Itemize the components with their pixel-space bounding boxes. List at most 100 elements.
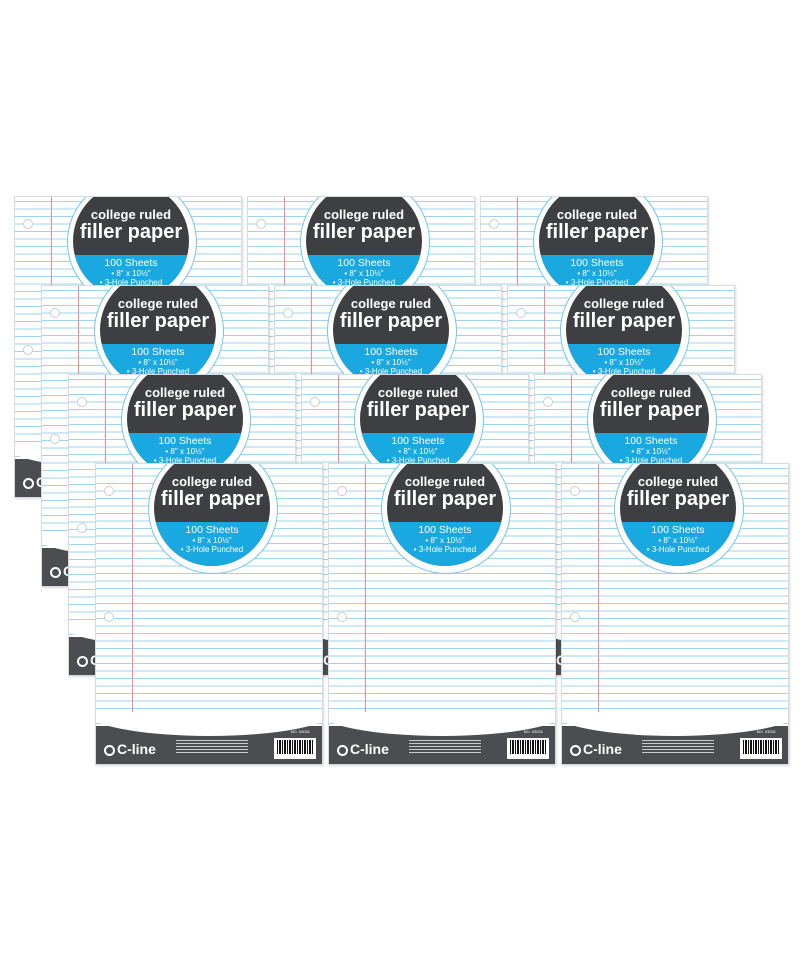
title-line-1: college ruled xyxy=(90,207,172,222)
punch-hole xyxy=(570,612,580,622)
footer-wave xyxy=(96,712,322,736)
punch-hole xyxy=(256,219,266,229)
brand-mark-icon xyxy=(104,745,115,756)
sheet-size: • 8" x 10½" xyxy=(577,269,617,278)
punch-hole xyxy=(50,434,60,444)
hole-punch-note: • 3-Hole Punched xyxy=(332,278,396,287)
margin-line xyxy=(132,464,133,764)
brand-mark-icon xyxy=(23,478,34,489)
title-line-2: filler paper xyxy=(599,399,703,421)
title-line-2: filler paper xyxy=(626,488,730,510)
filler-paper-pack: college ruled filler paper 100 Sheets • … xyxy=(328,463,556,765)
title-line-1: college ruled xyxy=(144,385,226,400)
sheet-count: 100 Sheets xyxy=(104,257,158,269)
item-number: NO. 03031 xyxy=(523,729,543,734)
badge-blue-band xyxy=(620,522,736,566)
title-line-1: college ruled xyxy=(583,296,665,311)
label-badge: college ruled filler paper 100 Sheets • … xyxy=(360,375,476,477)
title-line-2: filler paper xyxy=(366,399,470,421)
footer-wave xyxy=(329,712,555,736)
title-line-1: college ruled xyxy=(404,474,486,489)
brand-mark-icon xyxy=(570,745,581,756)
label-badge: college ruled filler paper 100 Sheets • … xyxy=(100,286,216,388)
sheet-count: 100 Sheets xyxy=(597,346,651,358)
brand-logo: C-line xyxy=(104,741,156,757)
sheet-size: • 8" x 10½" xyxy=(344,269,384,278)
punch-hole xyxy=(104,612,114,622)
punch-hole xyxy=(104,486,114,496)
title-line-2: filler paper xyxy=(160,488,264,510)
brand-mark-icon xyxy=(50,567,61,578)
barcode-icon xyxy=(507,738,549,759)
hole-punch-note: • 3-Hole Punched xyxy=(592,367,656,376)
title-line-2: filler paper xyxy=(79,221,183,243)
label-badge: college ruled filler paper 100 Sheets • … xyxy=(593,375,709,477)
punch-hole xyxy=(77,397,87,407)
hole-punch-note: • 3-Hole Punched xyxy=(180,545,244,554)
sheet-size: • 8" x 10½" xyxy=(425,536,465,545)
title-line-2: filler paper xyxy=(545,221,649,243)
brand-logo: C-line xyxy=(337,741,389,757)
title-line-2: filler paper xyxy=(339,310,443,332)
barcode-bars xyxy=(743,740,779,754)
brand-name: C-line xyxy=(117,741,156,757)
sheet-count: 100 Sheets xyxy=(570,257,624,269)
brand-name: C-line xyxy=(350,741,389,757)
punch-hole xyxy=(337,612,347,622)
label-badge: college ruled filler paper 100 Sheets • … xyxy=(73,197,189,299)
title-line-1: college ruled xyxy=(323,207,405,222)
margin-line xyxy=(365,464,366,764)
title-line-1: college ruled xyxy=(377,385,459,400)
fine-print xyxy=(409,740,481,755)
sheet-size: • 8" x 10½" xyxy=(138,358,178,367)
brand-logo: C-line xyxy=(570,741,622,757)
hole-punch-note: • 3-Hole Punched xyxy=(565,278,629,287)
punch-hole xyxy=(489,219,499,229)
sheet-count: 100 Sheets xyxy=(418,524,472,536)
title-line-1: college ruled xyxy=(117,296,199,311)
sheet-size: • 8" x 10½" xyxy=(604,358,644,367)
label-badge: college ruled filler paper 100 Sheets • … xyxy=(127,375,243,477)
hole-punch-note: • 3-Hole Punched xyxy=(153,456,217,465)
punch-hole xyxy=(337,486,347,496)
barcode-icon xyxy=(740,738,782,759)
label-badge: college ruled filler paper 100 Sheets • … xyxy=(154,464,270,566)
punch-hole xyxy=(77,523,87,533)
label-badge: college ruled filler paper 100 Sheets • … xyxy=(387,464,503,566)
brand-mark-icon xyxy=(337,745,348,756)
sheet-count: 100 Sheets xyxy=(337,257,391,269)
sheet-count: 100 Sheets xyxy=(624,435,678,447)
hole-punch-note: • 3-Hole Punched xyxy=(99,278,163,287)
title-line-2: filler paper xyxy=(312,221,416,243)
punch-hole xyxy=(283,308,293,318)
title-line-1: college ruled xyxy=(610,385,692,400)
title-line-2: filler paper xyxy=(393,488,497,510)
title-line-1: college ruled xyxy=(350,296,432,311)
sheet-size: • 8" x 10½" xyxy=(111,269,151,278)
sheet-size: • 8" x 10½" xyxy=(371,358,411,367)
hole-punch-note: • 3-Hole Punched xyxy=(413,545,477,554)
badge-blue-band xyxy=(154,522,270,566)
sheet-size: • 8" x 10½" xyxy=(631,447,671,456)
title-line-2: filler paper xyxy=(572,310,676,332)
label-badge: college ruled filler paper 100 Sheets • … xyxy=(620,464,736,566)
punch-hole xyxy=(50,308,60,318)
package-footer: C-line NO. 03031 xyxy=(562,712,788,764)
barcode-bars xyxy=(277,740,313,754)
label-badge: college ruled filler paper 100 Sheets • … xyxy=(539,197,655,299)
hole-punch-note: • 3-Hole Punched xyxy=(126,367,190,376)
label-badge: college ruled filler paper 100 Sheets • … xyxy=(566,286,682,388)
item-number: NO. 03031 xyxy=(290,729,310,734)
sheet-size: • 8" x 10½" xyxy=(658,536,698,545)
title-line-1: college ruled xyxy=(171,474,253,489)
punch-hole xyxy=(570,486,580,496)
sheet-count: 100 Sheets xyxy=(391,435,445,447)
fine-print xyxy=(176,740,248,755)
footer-wave xyxy=(562,712,788,736)
punch-hole xyxy=(23,219,33,229)
brand-mark-icon xyxy=(77,656,88,667)
punch-hole xyxy=(23,345,33,355)
brand-name: C-line xyxy=(583,741,622,757)
item-number: NO. 03031 xyxy=(756,729,776,734)
